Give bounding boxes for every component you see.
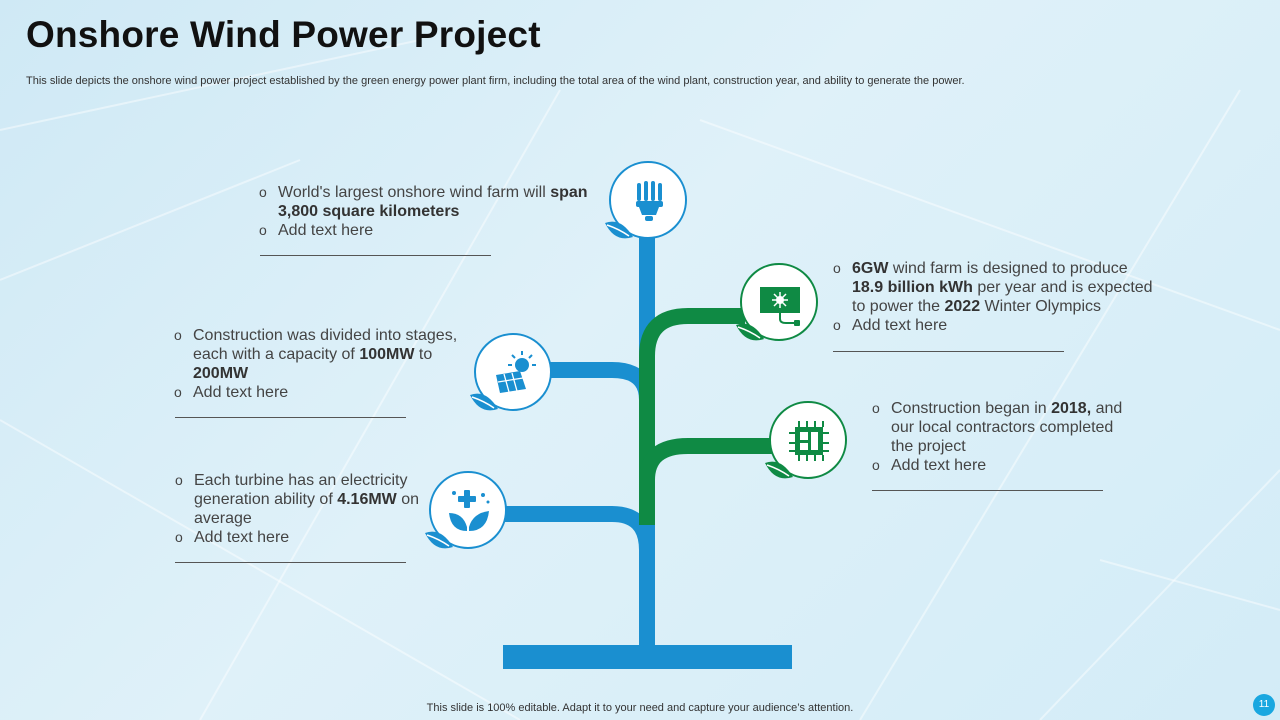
plant-plus-icon [449,490,490,531]
circle-right-upper [736,263,818,341]
text-block-stages: Construction was divided into stages, ea… [174,326,464,402]
divider-line [175,417,406,418]
bullet-turbine-capacity: Each turbine has an electricity generati… [175,471,425,528]
circle-top [605,161,687,239]
page-number-badge: 11 [1253,694,1275,716]
bullet-add-text: Add text here [259,221,599,240]
page-title: Onshore Wind Power Project [26,14,541,55]
branch-left-upper [548,362,655,420]
text-block-power: 6GW wind farm is designed to produce 18.… [833,259,1163,335]
bullet-construction-stages: Construction was divided into stages, ea… [174,326,464,383]
leaf-icon [470,393,498,411]
divider-line [833,351,1064,352]
bullet-add-text: Add text here [175,528,425,547]
leaf-icon [765,461,793,479]
leaf-icon [605,221,633,239]
bullet-add-text: Add text here [833,316,1163,335]
branch-left-lower [502,506,655,600]
bullet-power-output: 6GW wind farm is designed to produce 18.… [833,259,1163,316]
bullet-add-text: Add text here [174,383,464,402]
circle-right-lower [765,401,847,479]
page-subtitle: This slide depicts the onshore wind powe… [26,75,965,87]
branch-right-lower [639,438,772,481]
circle-left-upper [470,333,552,411]
divider-line [260,255,491,256]
solar-panel-sun-icon [496,351,536,393]
bullet-construction-year: Construction began in 2018, and our loca… [872,399,1132,456]
light-bulb-icon [636,181,663,221]
divider-line [872,490,1103,491]
footer-note: This slide is 100% editable. Adapt it to… [426,702,854,714]
tree-base [503,645,792,669]
text-block-turbine: Each turbine has an electricity generati… [175,471,425,547]
leaf-icon [425,531,453,549]
text-block-area: World's largest onshore wind farm will s… [259,183,599,240]
branch-right-upper [639,308,745,525]
bullet-add-text: Add text here [872,456,1132,475]
solar-panel-plug-icon [760,287,800,326]
bullet-area-span: World's largest onshore wind farm will s… [259,183,599,221]
leaf-icon [736,323,764,341]
divider-line [175,562,406,563]
circuit-chip-icon [789,421,829,461]
text-block-year: Construction began in 2018, and our loca… [872,399,1132,475]
circle-left-lower [425,471,507,549]
